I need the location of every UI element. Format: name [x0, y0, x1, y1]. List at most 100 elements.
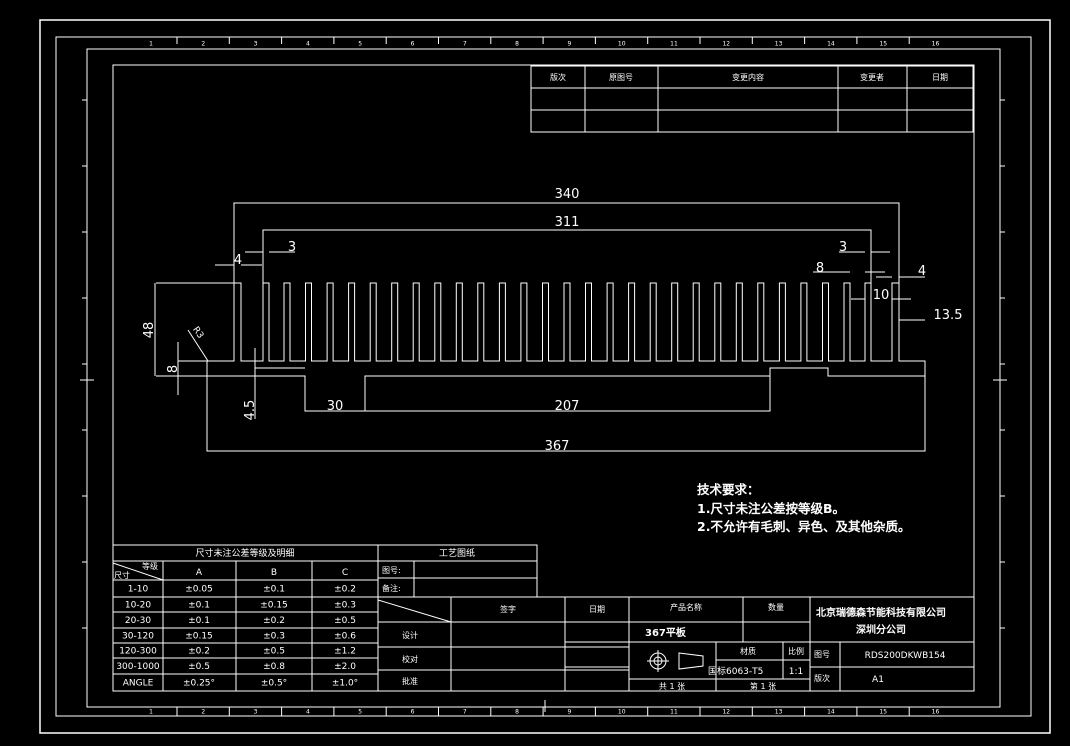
tolerance-col-c: C [342, 568, 348, 578]
title-block: 签字 日期 设计 校对 批准 产品名称 数量 367平板 材质 比例 国标606… [377, 596, 975, 692]
process-title: 工艺图纸 [439, 547, 475, 559]
tolerance-size: 300-1000 [116, 662, 160, 672]
outer-border [39, 19, 1051, 734]
ruler-number-bottom: 1 [149, 709, 153, 716]
dim-207: 207 [555, 399, 580, 414]
process-drawing-no-label: 图号: [382, 566, 401, 575]
ruler-number-top: 13 [775, 41, 783, 48]
dim-left-4: 4 [234, 253, 242, 268]
tolerance-value: ±0.2 [334, 585, 356, 595]
scale-label: 比例 [788, 646, 804, 656]
tolerance-value: ±0.5 [334, 616, 356, 626]
tolerance-value: ±0.2 [188, 647, 210, 657]
tolerance-corner-grade: 等级 [142, 561, 158, 571]
heatsink-profile [206, 282, 926, 412]
rev-header-content: 变更内容 [732, 72, 764, 82]
ruler-number-top: 16 [932, 41, 940, 48]
company-name: 北京瑞德森节能科技有限公司 [816, 606, 946, 619]
dim-right-8: 8 [816, 261, 824, 276]
ruler-number-top: 8 [515, 41, 519, 48]
ruler-number-top: 14 [827, 41, 835, 48]
tolerance-value: ±0.25° [183, 679, 215, 689]
tech-req-item-1: 1.尺寸未注公差按等级B。 [697, 501, 845, 516]
tolerance-size: 30-120 [122, 632, 154, 642]
heatsink-outline [206, 282, 926, 412]
ruler-number-top: 2 [201, 41, 205, 48]
tolerance-value: ±0.6 [334, 632, 356, 642]
rev-header-version: 版次 [550, 72, 566, 82]
ruler-number-bottom: 10 [618, 709, 626, 716]
sheets-total: 共 1 张 [659, 682, 685, 691]
quantity-label: 数量 [768, 602, 784, 612]
tolerance-size: 20-30 [125, 616, 151, 626]
sign-header: 签字 [500, 604, 516, 614]
tolerance-col-b: B [271, 568, 277, 578]
tolerance-size: 10-20 [125, 601, 151, 611]
ruler-number-top: 12 [722, 41, 730, 48]
tolerance-value: ±0.1 [188, 601, 210, 611]
drawing-no-label: 图号 [814, 650, 830, 659]
version-value: A1 [872, 675, 884, 685]
dim-right-4: 4 [918, 264, 926, 279]
row-approve: 批准 [402, 676, 418, 686]
sheet-number: 第 1 张 [750, 681, 776, 691]
ruler-number-top: 7 [463, 41, 467, 48]
row-design: 设计 [402, 630, 418, 640]
center-mark-icon [80, 379, 1007, 712]
projection-symbol-icon [647, 650, 704, 672]
company-branch: 深圳分公司 [856, 623, 906, 636]
tech-req-title: 技术要求： [697, 482, 760, 497]
ruler-number-top: 1 [149, 41, 153, 48]
ruler-number-top: 9 [567, 41, 571, 48]
ruler-number-bottom: 15 [879, 709, 887, 716]
dim-8: 8 [166, 365, 181, 373]
sheet-ruler: 1122334455667788991010111112121313141415… [80, 37, 1007, 716]
dim-30: 30 [327, 399, 344, 414]
dim-right-3: 3 [839, 240, 847, 255]
ruler-number-bottom: 3 [254, 709, 258, 716]
ruler-number-bottom: 7 [463, 709, 467, 716]
ruler-number-top: 15 [879, 41, 887, 48]
tolerance-value: ±1.2 [334, 647, 356, 657]
tolerance-value: ±2.0 [334, 662, 356, 672]
material-label: 材质 [740, 646, 756, 656]
ruler-number-bottom: 11 [670, 709, 678, 716]
dim-left-3: 3 [288, 240, 296, 255]
dim-r3: R3 [190, 325, 205, 341]
dim-4-5: 4.5 [243, 400, 258, 421]
tolerance-value: ±0.15 [185, 632, 213, 642]
tolerance-value: ±0.5 [263, 647, 285, 657]
product-name-label: 产品名称 [670, 602, 702, 612]
ruler-number-bottom: 9 [567, 709, 571, 716]
ruler-number-bottom: 5 [358, 709, 362, 716]
ruler-number-top: 6 [411, 41, 415, 48]
tolerance-value: ±0.1 [263, 585, 285, 595]
tolerance-value: ±0.1 [188, 616, 210, 626]
tolerance-title: 尺寸未注公差等级及明细 [195, 547, 294, 559]
tolerance-value: ±0.5 [188, 662, 210, 672]
row-check: 校对 [402, 654, 418, 664]
ruler-number-bottom: 12 [722, 709, 730, 716]
ruler-number-top: 3 [254, 41, 258, 48]
tolerance-value: ±0.3 [334, 601, 356, 611]
dim-311: 311 [555, 215, 580, 230]
dimension-lines [154, 202, 926, 452]
tolerance-value: ±0.15 [260, 601, 288, 611]
rev-header-changer: 变更者 [860, 72, 884, 82]
dim-right-10: 10 [873, 288, 890, 303]
date-header: 日期 [589, 605, 605, 614]
tolerance-size: 1-10 [128, 585, 149, 595]
tolerance-value: ±0.05 [185, 585, 213, 595]
tech-req-item-2: 2.不允许有毛刺、异色、及其他杂质。 [697, 519, 910, 534]
revision-table: 版次 原图号 变更内容 变更者 日期 [530, 65, 974, 133]
tolerance-table: 尺寸未注公差等级及明细 等级 尺寸 A B C 1-10±0.05±0.1±0.… [112, 544, 379, 692]
ruler-number-bottom: 13 [775, 709, 783, 716]
product-name: 367平板 [645, 626, 687, 639]
ruler-number-top: 11 [670, 41, 678, 48]
dim-13-5: 13.5 [934, 308, 963, 323]
ruler-number-bottom: 8 [515, 709, 519, 716]
tolerance-value: ±0.3 [263, 632, 285, 642]
tolerance-size: 120-300 [119, 647, 157, 657]
ruler-number-bottom: 6 [411, 709, 415, 716]
